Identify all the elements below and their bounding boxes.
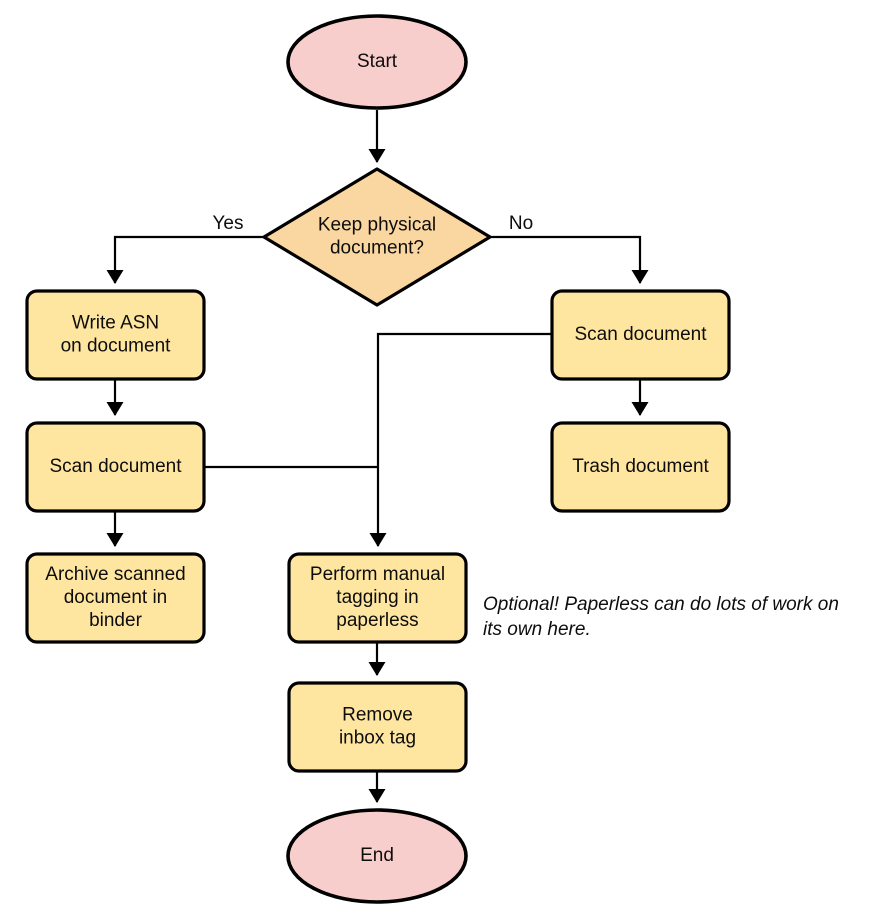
edge-arrowhead (631, 402, 649, 416)
edge-arrowhead (368, 149, 386, 163)
node-label: Scan document (574, 324, 707, 345)
decision-shape (262, 167, 492, 307)
edge-start-to-keep (368, 110, 386, 163)
edge-arrowhead (106, 533, 124, 547)
edge-scanL-to-archive (106, 511, 124, 547)
edge-keep-to-asn (106, 235, 264, 284)
edge-arrowhead (106, 270, 124, 284)
node-start[interactable]: Start (286, 14, 468, 110)
terminal-shape (286, 808, 468, 904)
edge-arrowhead (368, 789, 386, 803)
process-shape (287, 552, 468, 644)
node-end[interactable]: End (286, 808, 468, 904)
process-shape (25, 421, 206, 513)
process-shape (287, 681, 468, 773)
edge-line (376, 332, 552, 546)
edge-keep-to-scanR (490, 235, 649, 284)
node-label: Start (357, 51, 398, 72)
edge-arrowhead (631, 270, 649, 284)
terminal-shape (286, 14, 468, 110)
edge-scanR-to-tagging (369, 332, 552, 547)
edge-labels-layer: Yes No (213, 213, 534, 234)
edge-arrowhead (369, 533, 387, 547)
edge-inbox-to-end (368, 771, 386, 803)
process-shape (25, 552, 206, 644)
process-shape (550, 289, 731, 381)
edge-arrowhead (106, 402, 124, 416)
node-label: End (360, 845, 394, 866)
edge-tagging-to-inbox (368, 642, 386, 676)
edge-scanR-to-trash (631, 379, 649, 416)
node-label: Scan document (49, 456, 182, 477)
edge-line (490, 235, 642, 283)
node-label: Trash document (572, 456, 709, 477)
process-shape (550, 421, 731, 513)
node-scanL[interactable]: Scan document (25, 421, 206, 513)
edge-label-no: No (509, 213, 533, 234)
annotation-optional: Optional! Paperless can do lots of work … (483, 594, 839, 640)
edges-layer (106, 110, 649, 803)
edge-line (113, 235, 264, 283)
edge-arrowhead (368, 662, 386, 676)
annotations-layer: Optional! Paperless can do lots of work … (483, 594, 839, 640)
edge-label-yes: Yes (213, 213, 244, 234)
edge-asn-to-scanL (106, 379, 124, 416)
node-scanR[interactable]: Scan document (550, 289, 731, 381)
process-shape (25, 289, 206, 381)
node-trash[interactable]: Trash document (550, 421, 731, 513)
